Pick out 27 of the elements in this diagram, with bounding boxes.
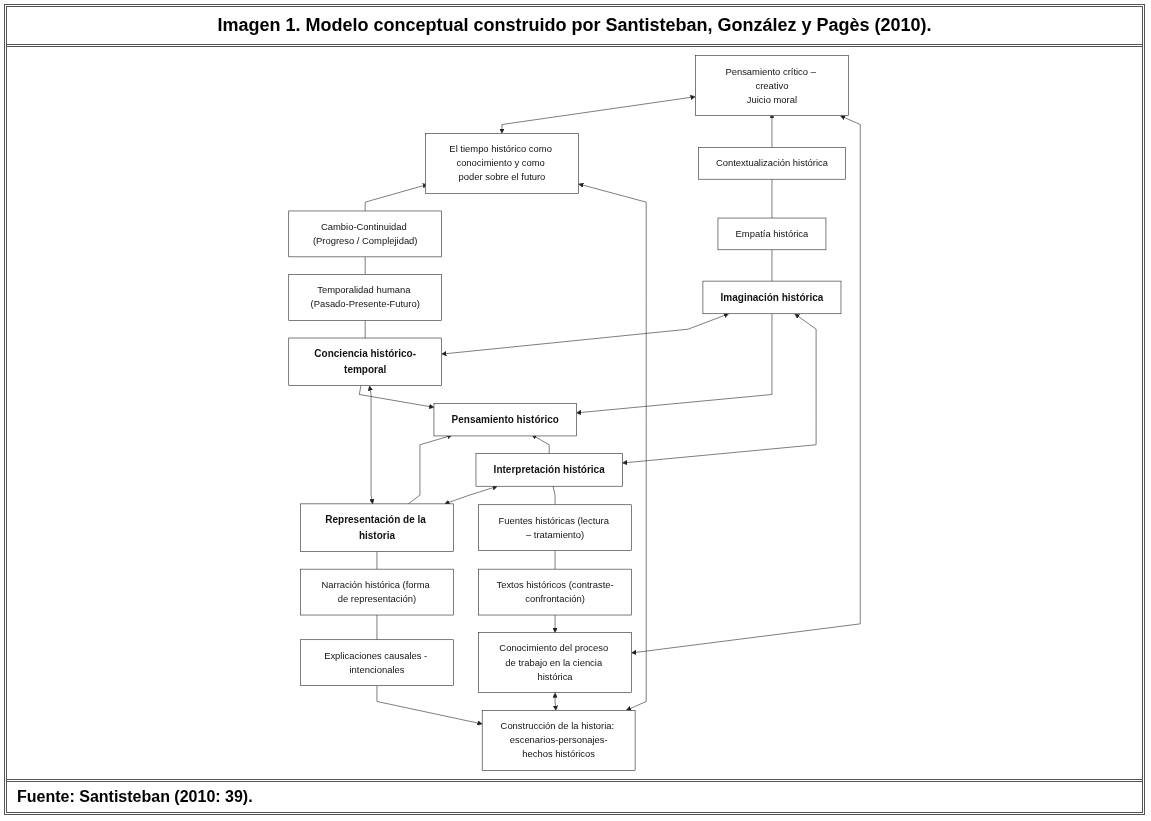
node-box: Temporalidad humana (Pasado-Presente-Futuro)	[288, 274, 442, 321]
node-box: Textos históricos (contraste-confrontación)	[478, 568, 632, 616]
node-box: Imaginación histórica	[702, 280, 842, 315]
node-box: Representación de la historia	[300, 503, 454, 552]
node-box: Pensamiento histórico	[433, 403, 577, 437]
connector	[552, 485, 556, 506]
connector	[364, 320, 366, 339]
node-box: Construcción de la historia: escenarios-personajes-hechos históricos	[481, 710, 636, 771]
node-box: Fuentes históricas (lectura – tratamiento)	[478, 504, 632, 551]
connector	[554, 550, 556, 570]
node-box: Explicaciones causales - intencionales	[300, 639, 454, 686]
node-box: Narración histórica (forma de representación)	[300, 568, 454, 616]
connector	[771, 178, 773, 219]
node-box: Conciencia histórico-temporal	[288, 337, 442, 386]
node-box: Pensamiento crítico – creativo Juicio moral	[695, 55, 849, 116]
source-caption: Fuente: Santisteban (2010: 39).	[7, 779, 1142, 812]
node-box: Cambio-Continuidad (Progreso / Complejidad)	[288, 210, 442, 258]
arrow	[552, 692, 558, 711]
connector	[364, 256, 366, 275]
node-box: Empatía histórica	[717, 217, 827, 251]
node-box: El tiempo histórico como conocimiento y como poder sobre el futuro	[425, 133, 579, 194]
node-box: Contextualización histórica	[698, 147, 846, 180]
diagram-title: Imagen 1. Modelo conceptual construido por Santisteban, González y Pagès (2010).	[7, 7, 1142, 47]
node-box: Conocimiento del proceso de trabajo en la ciencia histórica	[478, 632, 632, 693]
node-box: Interpretación histórica	[475, 453, 623, 487]
connector	[376, 614, 378, 641]
connector	[376, 551, 378, 570]
